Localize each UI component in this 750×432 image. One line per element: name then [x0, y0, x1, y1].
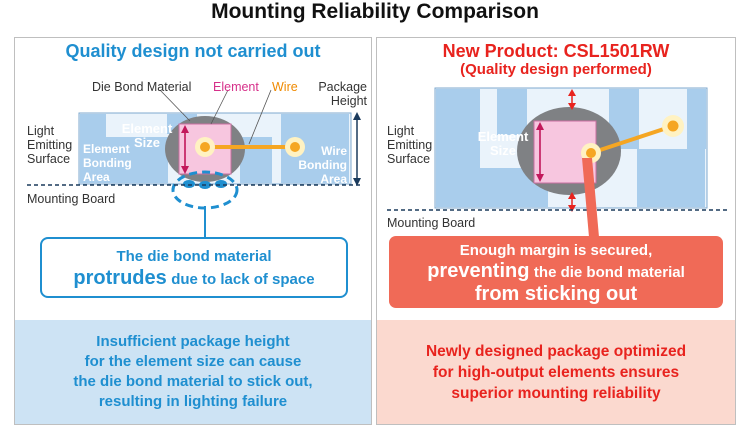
left-footer-line: Insufficient package height [96, 333, 290, 350]
right-frame-top [497, 89, 527, 135]
right-wire-bonding-pad [637, 149, 705, 207]
left-label-element-bonding-area: Element Bonding Area [83, 142, 132, 184]
right-callout-emphasis: preventing [427, 260, 530, 282]
left-callout-box [40, 237, 348, 298]
right-element-bond-point [586, 148, 596, 158]
left-label-wire-bonding-area: Wire Bonding Area [298, 144, 347, 186]
left-label-element: Element [213, 80, 259, 94]
right-label-light-emitting-surface: Light Emitting Surface [387, 124, 433, 166]
right-wire [590, 124, 674, 155]
right-callout-line2: preventing the die bond material [391, 260, 721, 283]
left-label-wire: Wire [272, 80, 298, 94]
left-footer-line: resulting in lighting failure [98, 393, 288, 410]
right-footer: Newly designed package optimized for hig… [377, 320, 735, 424]
right-label-mounting-board: Mounting Board [387, 216, 476, 230]
left-label-light-emitting-surface: Light Emitting Surface [27, 124, 73, 166]
left-label-package-height: Package Height [318, 80, 367, 108]
right-wire-bond-point [667, 120, 679, 132]
left-callout-line1: The die bond material [116, 248, 272, 265]
right-package-diagram [387, 87, 727, 308]
right-heading: New Product: CSL1501RW [442, 41, 670, 61]
right-footer-line: Newly designed package optimized [425, 342, 687, 360]
left-callout-emphasis: protrudes [73, 267, 167, 289]
left-panel: Quality design not carried out [14, 37, 372, 425]
left-callout-rest: due to lack of space [171, 271, 315, 288]
right-frame-right [687, 89, 706, 149]
right-callout-rest: the die bond material [533, 264, 685, 281]
right-subheading: (Quality design performed) [460, 61, 652, 78]
right-callout-box [389, 236, 723, 308]
right-callout-pointer [582, 158, 599, 237]
left-callout-line2: protrudes due to lack of space [43, 267, 345, 290]
left-footer-line: for the element size can cause [84, 353, 302, 370]
left-element-bond-point [200, 142, 210, 152]
left-package-diagram [27, 89, 363, 298]
left-heading: Quality design not carried out [65, 41, 321, 61]
right-footer-line: for high-output elements ensures [432, 363, 680, 381]
left-frame-mid [240, 137, 272, 183]
right-footer-line: superior mounting reliability [451, 384, 661, 402]
right-panel: New Product: CSL1501RW (Quality design p… [376, 37, 736, 425]
main-title: Mounting Reliability Comparison [211, 0, 539, 23]
left-label-die-bond: Die Bond Material [92, 80, 192, 94]
left-wire-bond-point [290, 142, 300, 152]
left-label-mounting-board: Mounting Board [27, 192, 116, 206]
left-footer: Insufficient package height for the elem… [15, 320, 371, 424]
right-label-element-size: Element Size [477, 129, 529, 158]
left-protrusion-blob-3 [215, 180, 227, 188]
left-label-element-size: Element Size [121, 121, 173, 150]
right-callout-line3: from sticking out [474, 283, 638, 305]
right-callout-line1: Enough margin is secured, [459, 242, 653, 259]
left-footer-line: the die bond material to stick out, [73, 373, 313, 390]
left-protrusion-blob-1 [183, 180, 195, 188]
left-element-bonding-pad [80, 137, 168, 183]
